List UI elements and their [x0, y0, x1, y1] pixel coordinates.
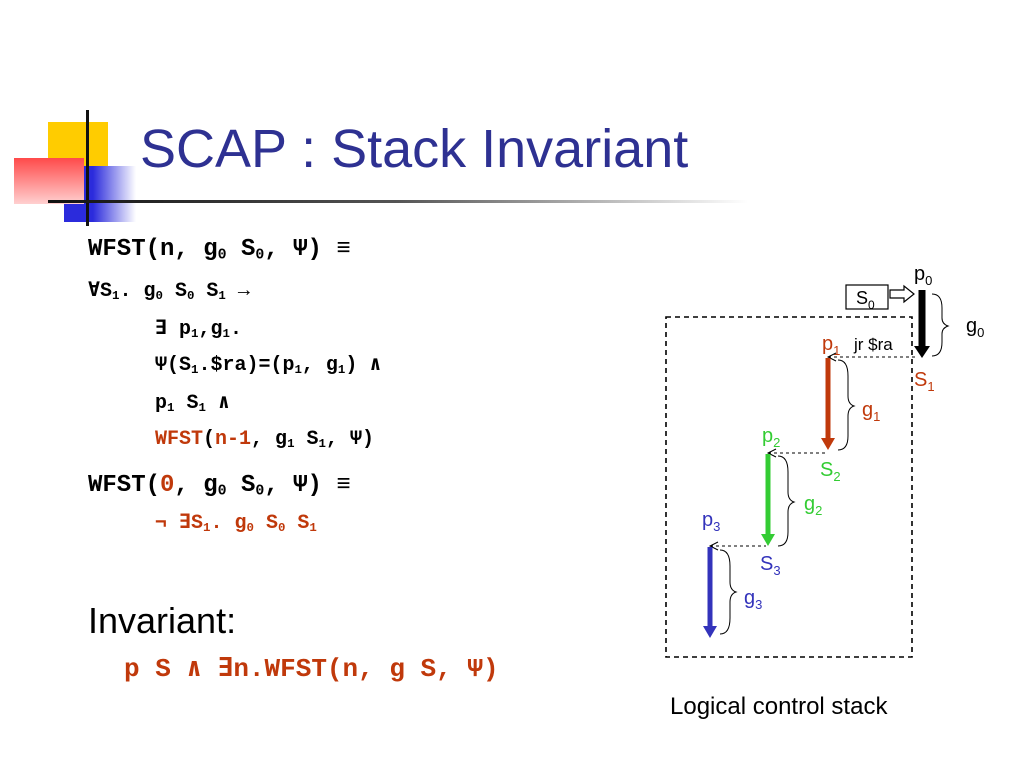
- p3-label: p3: [702, 509, 720, 534]
- decor-vertical-line: [86, 110, 89, 226]
- formula-line-1: WFST(n, g0 S0, Ψ) ≡: [88, 236, 351, 264]
- control-stack-diagram: S0 p0 g0 S1 p1 jr $ra g1 p2 S2 g2 p3 S3 …: [665, 263, 984, 720]
- s3-label: S3: [760, 553, 781, 578]
- decor-red-square: [14, 158, 84, 204]
- jr-ra-label: jr $ra: [853, 335, 893, 354]
- brace-g1: [837, 359, 856, 451]
- g3-label: g3: [744, 587, 762, 612]
- page-title: SCAP : Stack Invariant: [140, 119, 689, 179]
- arrowhead-link-3: [708, 541, 719, 551]
- formula-line-5: p1 S1 ∧: [155, 392, 230, 416]
- formula-line-3: ∃ p1,g1.: [155, 318, 242, 342]
- arrowhead-link-1: [826, 352, 837, 362]
- p2-label: p2: [762, 425, 780, 450]
- arrowhead-link-2: [766, 448, 777, 458]
- brace-g3: [719, 549, 738, 635]
- g2-label: g2: [804, 493, 822, 518]
- arrowhead-p2: [761, 534, 775, 546]
- decor-horizontal-line: [48, 200, 748, 203]
- invariant-label: Invariant:: [88, 600, 237, 641]
- arrowhead-p1: [821, 438, 835, 450]
- s0-box-label: S0: [856, 288, 875, 312]
- p0-label: p0: [914, 263, 932, 288]
- formula-line-7: WFST(0, g0 S0, Ψ) ≡: [88, 472, 351, 500]
- arrowhead-p3: [703, 626, 717, 638]
- s1-label: S1: [914, 369, 935, 394]
- formula-line-6: WFST(n-1, g1 S1, Ψ): [155, 428, 374, 452]
- diagram-caption: Logical control stack: [670, 693, 888, 720]
- invariant-formula: p S ∧ ∃n.WFST(n, g S, Ψ): [124, 654, 499, 684]
- p1-label: p1: [822, 333, 840, 358]
- g1-label: g1: [862, 399, 880, 424]
- g0-label: g0: [966, 315, 984, 340]
- brace-g0: [931, 293, 950, 357]
- formula-line-8: ¬ ∃S1. g0 S0 S1: [155, 512, 317, 536]
- formula-line-2: ∀S1. g0 S0 S1 →: [88, 280, 250, 304]
- s2-label: S2: [820, 459, 841, 484]
- s0-box: [845, 284, 889, 310]
- s0-open-arrow: [889, 284, 915, 304]
- stack-dashed-box: [665, 316, 913, 658]
- brace-g2: [777, 455, 796, 547]
- arrowhead-p0: [914, 346, 930, 358]
- formula-line-4: Ψ(S1.$ra)=(p1, g1) ∧: [155, 354, 382, 378]
